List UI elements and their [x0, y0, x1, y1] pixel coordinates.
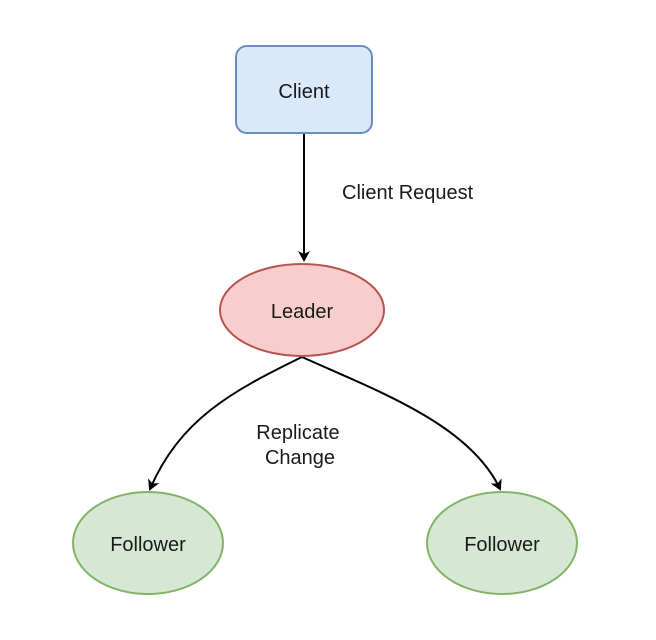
- edge-leader-to-follower-left: [148, 356, 303, 491]
- follower-left-node[interactable]: Follower: [72, 491, 224, 595]
- leader-node[interactable]: Leader: [219, 263, 385, 357]
- client-request-label: Client Request: [342, 182, 474, 204]
- follower-left-node-label: Follower: [110, 534, 186, 556]
- follower-left-node-shape: [72, 491, 224, 595]
- replicate-change-label-line1: Replicate: [256, 422, 339, 444]
- client-node-label: Client: [278, 81, 330, 103]
- follower-right-node-shape: [426, 491, 578, 595]
- follower-right-node-label: Follower: [464, 534, 540, 556]
- client-node-shape: [235, 45, 373, 134]
- follower-right-node[interactable]: Follower: [426, 491, 578, 595]
- leader-node-shape: [219, 263, 385, 357]
- replicate-change-label-line2: Change: [265, 447, 335, 469]
- edge-leader-to-follower-right: [301, 356, 502, 491]
- client-node[interactable]: Client: [235, 45, 373, 134]
- leader-node-label: Leader: [271, 301, 334, 323]
